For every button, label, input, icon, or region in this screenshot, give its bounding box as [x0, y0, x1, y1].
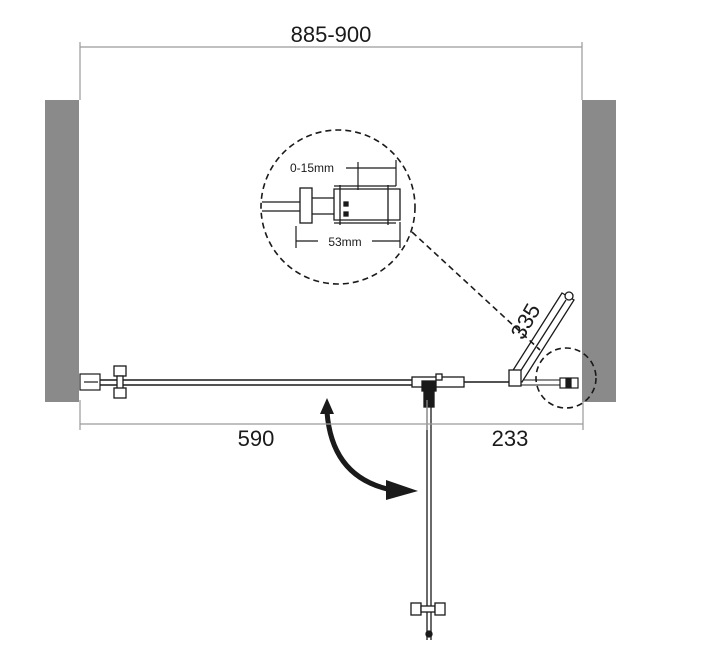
overall-width-dimension [79, 42, 583, 100]
detail-profile-width-label: 53mm [328, 235, 361, 249]
side-panel [508, 291, 575, 387]
left-panel-width-label: 590 [238, 426, 275, 451]
opened-door [426, 407, 432, 640]
detail-leader-line [411, 231, 541, 351]
right-panel-width-label: 233 [492, 426, 529, 451]
bottom-dimension-lines [79, 400, 584, 430]
left-wall [45, 100, 79, 402]
door-hinge [411, 373, 465, 408]
detail-adjustment-dimension [346, 160, 397, 190]
right-wall-profile [559, 377, 579, 389]
overall-width-label: 885-900 [291, 22, 372, 47]
detail-profile-width-dimension [295, 222, 401, 248]
left-wall-profile [79, 373, 101, 391]
door-handle [410, 602, 446, 638]
right-wall [582, 100, 616, 402]
fixed-glass-panel [82, 379, 578, 386]
detail-marker-circle [535, 347, 597, 409]
detail-profile-section [262, 185, 401, 225]
detail-adjustment-label: 0-15mm [290, 161, 334, 175]
door-swing-arrow [320, 398, 418, 500]
fixed-panel-knob [113, 365, 127, 399]
